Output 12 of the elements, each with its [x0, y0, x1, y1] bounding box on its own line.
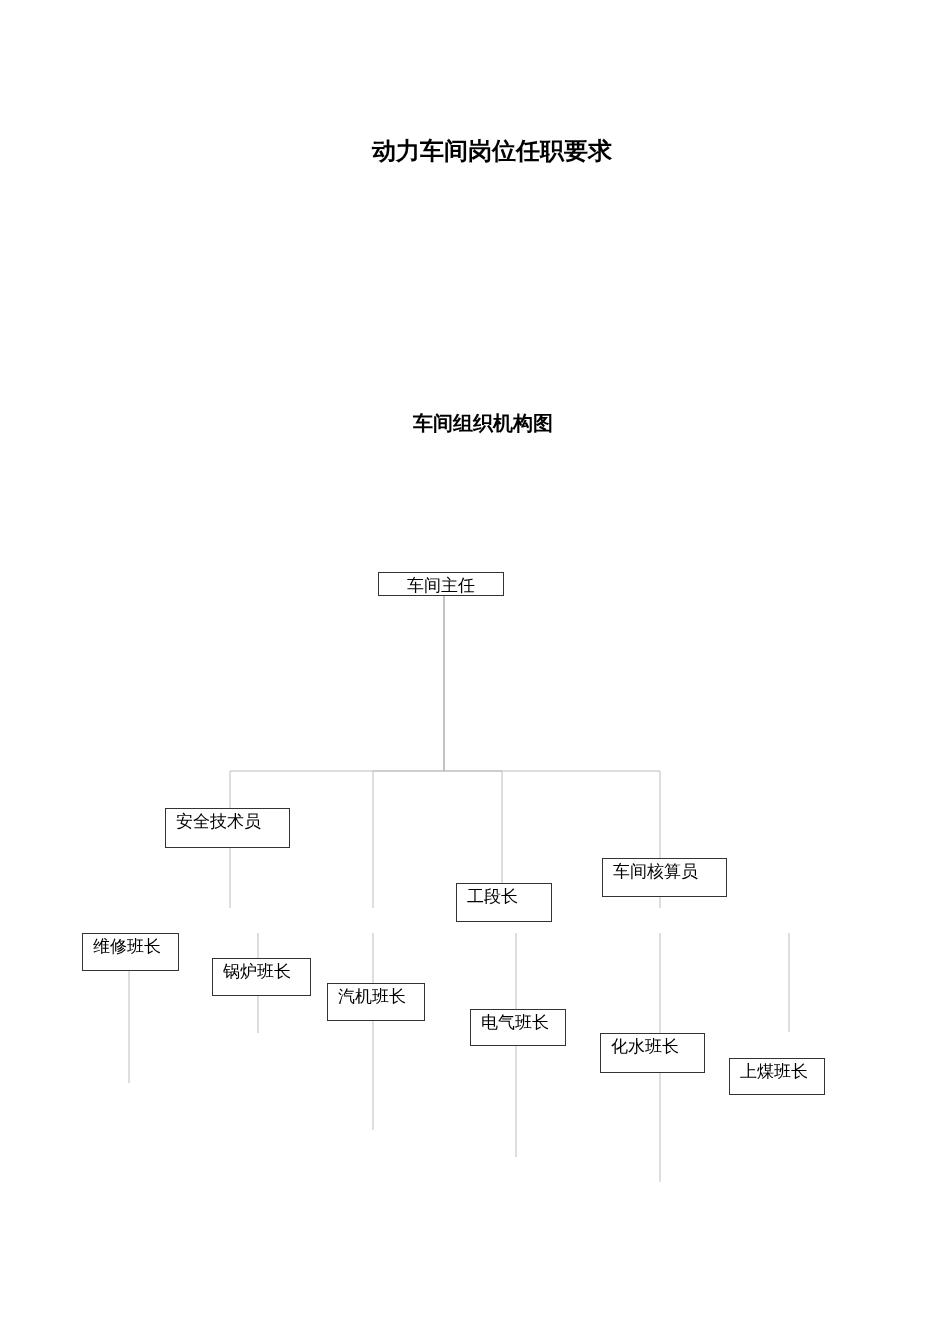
position-box: 安全技术员 — [165, 808, 290, 848]
position-box: 锅炉班长 — [212, 958, 311, 996]
position-box: 车间核算员 — [602, 858, 727, 897]
position-box: 电气班长 — [470, 1009, 566, 1046]
chart-heading: 车间组织机构图 — [413, 411, 553, 436]
position-box: 维修班长 — [82, 933, 179, 971]
position-box: 上煤班长 — [729, 1058, 825, 1095]
position-box: 工段长 — [456, 883, 552, 922]
position-box: 汽机班长 — [327, 983, 425, 1021]
page-title: 动力车间岗位任职要求 — [372, 137, 612, 166]
position-box: 化水班长 — [600, 1033, 705, 1073]
position-box: 车间主任 — [378, 572, 504, 596]
